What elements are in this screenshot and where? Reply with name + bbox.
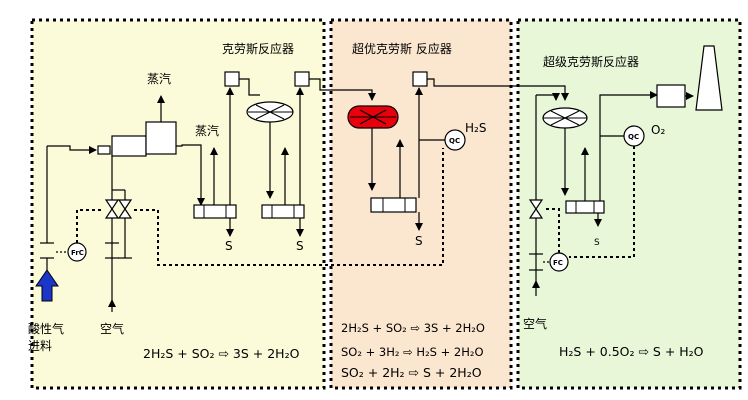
reheater-1	[224, 71, 240, 87]
superclaus-equation-1: 2H₂S + SO₂ ⇨ 3S + 2H₂O	[341, 321, 485, 335]
feed-label-line1: 酸性气	[28, 321, 64, 336]
o2-label: O₂	[651, 123, 665, 137]
sulfur-2-label: S	[296, 239, 304, 253]
claus-zone-box	[30, 18, 326, 390]
super-air-label: 空气	[523, 316, 547, 331]
air-valve-1-icon	[104, 199, 120, 219]
superclaus-equation-2: SO₂ + 3H₂ ⇨ H₂S + 2H₂O	[341, 345, 484, 359]
air-valve-2-icon	[117, 199, 133, 219]
claus-title: 克劳斯反应器	[222, 41, 294, 56]
steam-top-label: 蒸汽	[147, 71, 171, 86]
steam-side-label: 蒸汽	[195, 123, 219, 138]
reheater1-to-converter-line	[239, 78, 260, 96]
reheater-3	[412, 71, 428, 87]
feed-label-line2: 进料	[28, 339, 52, 353]
sulfur-1-label: S	[225, 239, 233, 253]
boiler-outlet-line	[176, 144, 205, 206]
thermal-reactor	[111, 135, 147, 157]
feed-line-to-burner	[47, 145, 97, 154]
super-air-to-converter-line	[536, 93, 560, 101]
fc-controller-label: FC	[553, 259, 563, 267]
qc-o2-label: QC	[628, 133, 639, 141]
fc-to-valve-signal	[543, 208, 560, 253]
qc-o2-signal-line	[569, 146, 635, 258]
reheater2-to-reactor-line	[309, 78, 376, 101]
condenser-3	[370, 197, 417, 213]
feed-arrow-icon	[35, 269, 59, 302]
condenser-1	[193, 204, 237, 219]
frc-to-valve-signal	[76, 209, 103, 243]
superclaus-title: 超优克劳斯 反应器	[352, 41, 452, 56]
reheater3-to-super-line	[427, 78, 569, 101]
condenser4-to-incinerator-line	[599, 91, 658, 201]
incinerator	[656, 84, 686, 108]
condenser-2	[261, 204, 305, 219]
waste-heat-boiler	[145, 121, 177, 155]
super-air-valve-icon	[528, 199, 544, 219]
sulfur-3-label: S	[415, 234, 423, 248]
frc-controller-label: FrC	[71, 249, 84, 257]
superclaus-equation-3: SO₂ + 2H₂ ⇨ S + 2H₂O	[341, 365, 482, 380]
reheater-2	[294, 71, 310, 87]
burner-nozzle	[97, 145, 111, 155]
h2s-label: H₂S	[465, 121, 486, 135]
claus-equation: 2H₂S + SO₂ ⇨ 3S + 2H₂O	[143, 346, 300, 361]
qc-h2s-label: QC	[449, 137, 460, 145]
air-label: 空气	[100, 321, 124, 336]
sulfur-4-label: S	[594, 238, 600, 248]
super-title: 超级克劳斯反应器	[543, 54, 639, 69]
super-equation: H₂S + 0.5O₂ ⇨ S + H₂O	[559, 344, 704, 359]
condenser-4	[565, 200, 605, 214]
stack-icon	[695, 45, 723, 111]
control-signal-line	[134, 148, 444, 266]
